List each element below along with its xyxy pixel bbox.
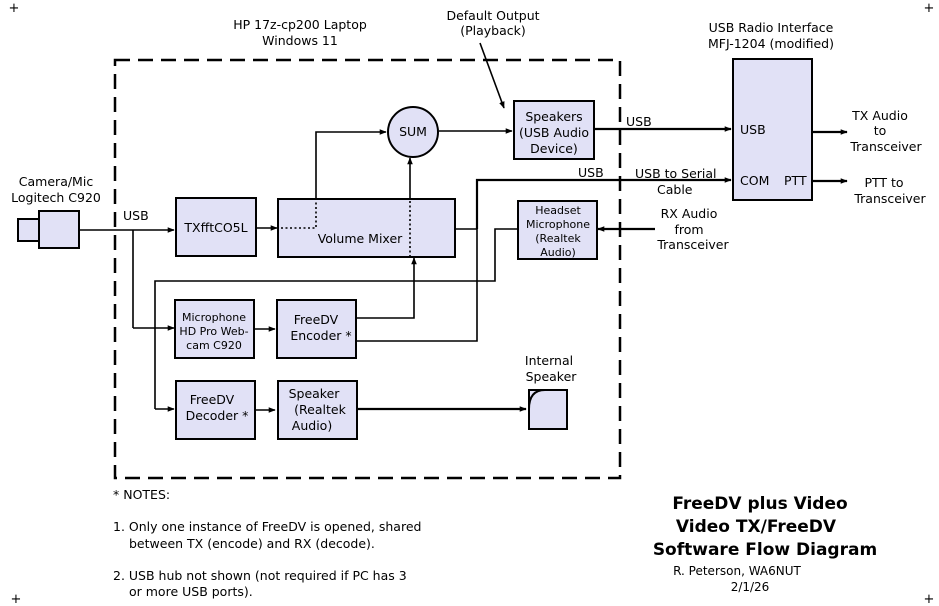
usb-interface-line1: USB Radio Interface [709, 20, 834, 35]
headset-mic-line4: Audio) [540, 246, 576, 259]
reg-mark-tr: + [924, 1, 935, 16]
headset-mic-block [517, 200, 598, 260]
reg-mark-tl: + [9, 1, 20, 16]
headset-to-decoder-route [154, 228, 518, 409]
speakers-usb-line1: Speakers [525, 109, 582, 124]
usb-serial-cable-line1: USB to Serial [635, 166, 717, 181]
note2-line1: 2. USB hub not shown (not required if PC… [113, 568, 407, 583]
txfft-label: TXfftCO5L [183, 220, 247, 235]
headset-mic-line3: (Realtek [535, 232, 581, 245]
default-output-arrow [479, 42, 505, 109]
internal-speaker-line2: Speaker [526, 369, 578, 384]
speaker-realtek-line1: Speaker [289, 386, 341, 401]
freedv-decoder-block [175, 380, 256, 440]
camera-line1: Camera/Mic [19, 174, 94, 189]
volume-mixer-block [277, 198, 456, 258]
mixer-to-sum-left-arrow [315, 129, 387, 199]
freedv-decoder-line2: Decoder * [186, 408, 249, 423]
internal-speaker-line1: Internal [525, 353, 573, 368]
microphone-c920-block [174, 299, 255, 359]
laptop-label-line1: HP 17z-cp200 Laptop [233, 17, 367, 32]
reg-mark-br: + [924, 592, 935, 606]
ptt-line1: PTT to [864, 175, 903, 190]
speakers-usb-conn-label: USB [626, 114, 652, 129]
usb-interface-line2: MFJ-1204 (modified) [708, 36, 834, 51]
notes-header: * NOTES: [113, 487, 170, 502]
tx-audio-line3: Transceiver [849, 139, 922, 154]
usb-serial-conn-label: USB [578, 165, 604, 180]
microphone-c920-line2: HD Pro Web- [179, 325, 248, 338]
speaker-realtek-line3: Audio) [292, 418, 332, 433]
headset-mic-line1: Headset [535, 204, 581, 217]
default-output-line2: (Playback) [460, 23, 526, 38]
encoder-to-serial-route [356, 229, 478, 342]
freedv-decoder-line1: FreeDV [190, 392, 235, 407]
diagram-title-line1: FreeDV plus Video [672, 494, 847, 514]
reg-mark-bl: + [11, 592, 22, 606]
volume-mixer-label: Volume Mixer [318, 231, 403, 246]
usb-radio-interface-box [732, 58, 813, 201]
usb-interface-ptt-port: PTT [784, 173, 807, 188]
microphone-c920-line1: Microphone [182, 311, 246, 324]
camera-usb-label: USB [123, 208, 149, 223]
freedv-encoder-block [276, 299, 357, 359]
diagram-date: 2/1/26 [731, 580, 770, 594]
rx-audio-line3: Transceiver [656, 237, 729, 252]
tx-audio-line2: to [874, 123, 887, 138]
laptop-label-line2: Windows 11 [262, 33, 338, 48]
freedv-encoder-line2: Encoder * [290, 328, 351, 343]
note1-line2: between TX (encode) and RX (decode). [129, 536, 375, 551]
rx-audio-line1: RX Audio [661, 206, 718, 221]
sum-label: SUM [399, 124, 427, 139]
internal-speaker-icon [528, 389, 568, 430]
txfft-block [175, 197, 257, 257]
default-output-line1: Default Output [446, 8, 539, 23]
sum-node [387, 106, 439, 158]
camera-line2: Logitech C920 [11, 190, 101, 205]
usb-interface-usb-port: USB [740, 122, 766, 137]
usb-serial-cable-line2: Cable [657, 182, 693, 197]
freedv-encoder-line1: FreeDV [294, 312, 339, 327]
diagram-title-line3: Software Flow Diagram [653, 540, 877, 560]
usb-interface-com-port: COM [740, 173, 769, 188]
encoder-to-mixer-arrow [356, 257, 417, 319]
camera-lens [38, 210, 80, 249]
laptop-boundary [113, 58, 622, 480]
note2-line2: or more USB ports). [129, 584, 253, 599]
ptt-line2: Transceiver [853, 191, 926, 206]
speakers-usb-line2: (USB Audio [519, 125, 589, 140]
usb-serial-arrow [475, 177, 732, 229]
speakers-usb-line3: Device) [530, 141, 578, 156]
speaker-realtek-line2: (Realtek [294, 402, 346, 417]
speakers-usb-block [513, 100, 595, 160]
headset-mic-line2: Microphone [526, 218, 590, 231]
rx-audio-line2: from [674, 222, 703, 237]
mixer-internal-route-1 [281, 199, 317, 229]
camera-body [17, 218, 40, 242]
diagram-author: R. Peterson, WA6NUT [673, 564, 801, 578]
note1-line1: 1. Only one instance of FreeDV is opened… [113, 519, 421, 534]
microphone-c920-line3: cam C920 [186, 339, 242, 352]
diagram-title-line2: Video TX/FreeDV [676, 517, 837, 537]
tx-audio-line1: TX Audio [851, 108, 908, 123]
